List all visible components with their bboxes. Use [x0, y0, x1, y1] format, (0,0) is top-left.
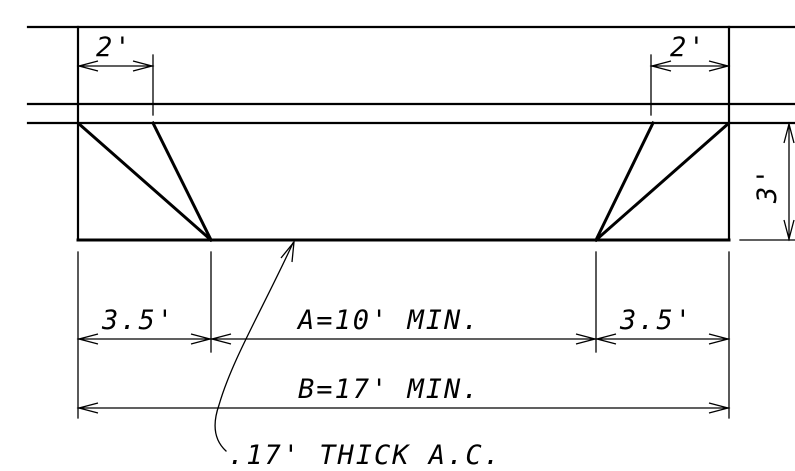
right-outer-slope [593, 120, 732, 243]
dim-label-right-bottom: 3.5' [619, 305, 693, 336]
arrowhead [132, 60, 155, 72]
dim-top-right: 2' [649, 32, 731, 72]
arrowhead [76, 402, 99, 414]
dim-label-top-left: 2' [96, 32, 133, 63]
leader-curve [214, 242, 294, 452]
sloped-sides [75, 120, 732, 243]
arrowhead [209, 333, 232, 345]
callout-leader: .17' THICK A.C. [214, 239, 502, 471]
dim-label-b: B=17' MIN. [298, 374, 481, 405]
arrowhead [783, 121, 795, 144]
arrowhead [708, 333, 731, 345]
dim-height: 3' [730, 121, 795, 242]
left-outer-slope [75, 120, 214, 243]
right-inner-slope [593, 120, 656, 243]
arrowhead [649, 60, 672, 72]
arrowhead [76, 333, 99, 345]
dim-row-a: 3.5' A=10' MIN. 3.5' [76, 305, 731, 345]
top-lines [26, 25, 795, 125]
dim-row-b: B=17' MIN. [76, 374, 731, 414]
dim-label-height: 3' [752, 166, 783, 204]
left-inner-slope [150, 120, 214, 243]
arrowhead [708, 60, 731, 72]
arrowhead [76, 60, 99, 72]
arrowhead [708, 402, 731, 414]
callout-label: .17' THICK A.C. [228, 440, 502, 471]
arrowhead [594, 333, 617, 345]
dim-label-a: A=10' MIN. [296, 305, 481, 336]
dim-top-left: 2' [76, 32, 155, 72]
vertical-lines [76, 25, 731, 242]
arrowhead [783, 219, 795, 242]
leader-arrowhead [280, 239, 295, 263]
bottom-ext-lines [77, 251, 730, 419]
dim-label-left-bottom: 3.5' [101, 305, 175, 336]
dim-label-top-right: 2' [670, 32, 707, 63]
